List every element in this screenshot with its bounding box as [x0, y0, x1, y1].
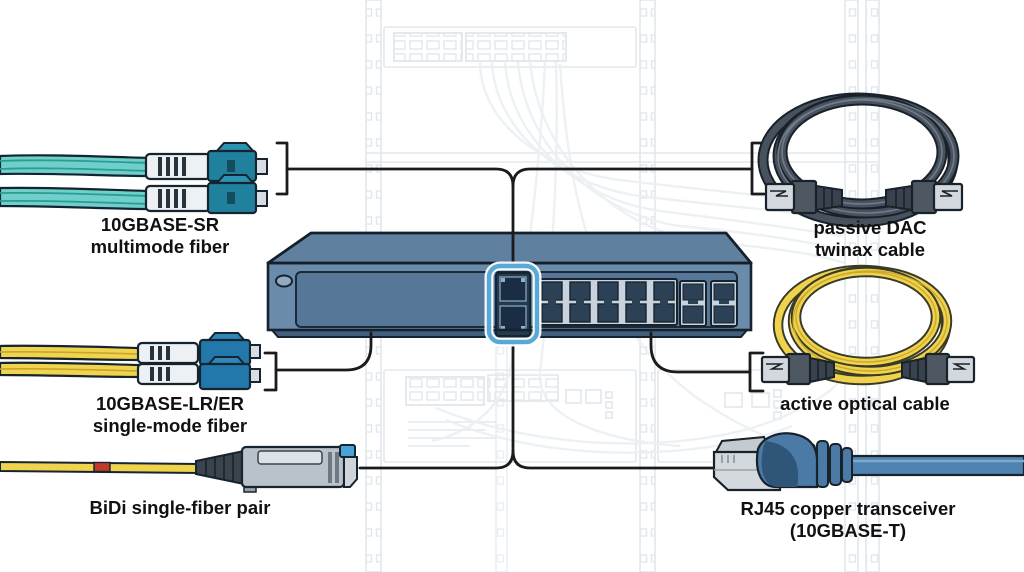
- rj45-copper-cable: [712, 432, 1024, 492]
- cable-boot: [195, 449, 245, 486]
- bidi-transceiver: [0, 444, 358, 493]
- label-line: multimode fiber: [90, 235, 230, 257]
- label-multimode-fiber: 10GBASE-SR multimode fiber: [40, 214, 280, 257]
- label-line: BiDi single-fiber pair: [89, 497, 271, 518]
- switch-top-face: [266, 231, 753, 265]
- lc-connector: [144, 174, 268, 215]
- sfp-cages: [679, 280, 738, 327]
- sfp-plug: [760, 352, 835, 386]
- label-line: single-mode fiber: [92, 414, 248, 436]
- bracket-singlemode: [263, 351, 278, 392]
- sfp-port-highlight-ring: [484, 261, 542, 347]
- rj45-port-block: [537, 278, 678, 326]
- label-line: (10GBASE-T): [789, 519, 907, 541]
- label-line: twinax cable: [814, 238, 925, 260]
- lc-connector: [136, 356, 261, 391]
- dac-cable: [757, 92, 964, 228]
- multimode-fiber-cable: [0, 142, 268, 215]
- ethernet-switch: [266, 231, 753, 338]
- bracket-multimode: [275, 141, 289, 196]
- rack-background: [365, 0, 881, 572]
- label-rj45-copper: RJ45 copper transceiver (10GBASE-T): [718, 498, 978, 541]
- label-line: passive DAC: [813, 217, 927, 238]
- sfp-plug: [764, 179, 843, 215]
- label-passive-dac: passive DAC twinax cable: [760, 217, 980, 260]
- fiber-marker-band: [93, 461, 111, 473]
- sfp-plug: [885, 179, 964, 215]
- aoc-cable: [760, 264, 976, 386]
- singlemode-fiber-cable: [0, 332, 261, 391]
- callout-lines: [263, 141, 766, 470]
- label-singlemode-fiber: 10GBASE-LR/ER single-mode fiber: [50, 393, 290, 436]
- sfp-latch: [339, 444, 356, 458]
- label-line: 10GBASE-SR: [100, 214, 220, 235]
- label-line: RJ45 copper transceiver: [740, 498, 956, 519]
- power-led: [275, 274, 293, 288]
- highlighted-port-pair: [495, 272, 531, 337]
- rj45-plug: [712, 432, 819, 492]
- lc-connector: [144, 142, 268, 183]
- sfp-plug: [901, 352, 976, 386]
- label-line: 10GBASE-LR/ER: [95, 393, 245, 414]
- label-active-optical: active optical cable: [745, 393, 985, 415]
- label-line: active optical cable: [780, 393, 950, 414]
- label-bidi-pair: BiDi single-fiber pair: [30, 497, 330, 519]
